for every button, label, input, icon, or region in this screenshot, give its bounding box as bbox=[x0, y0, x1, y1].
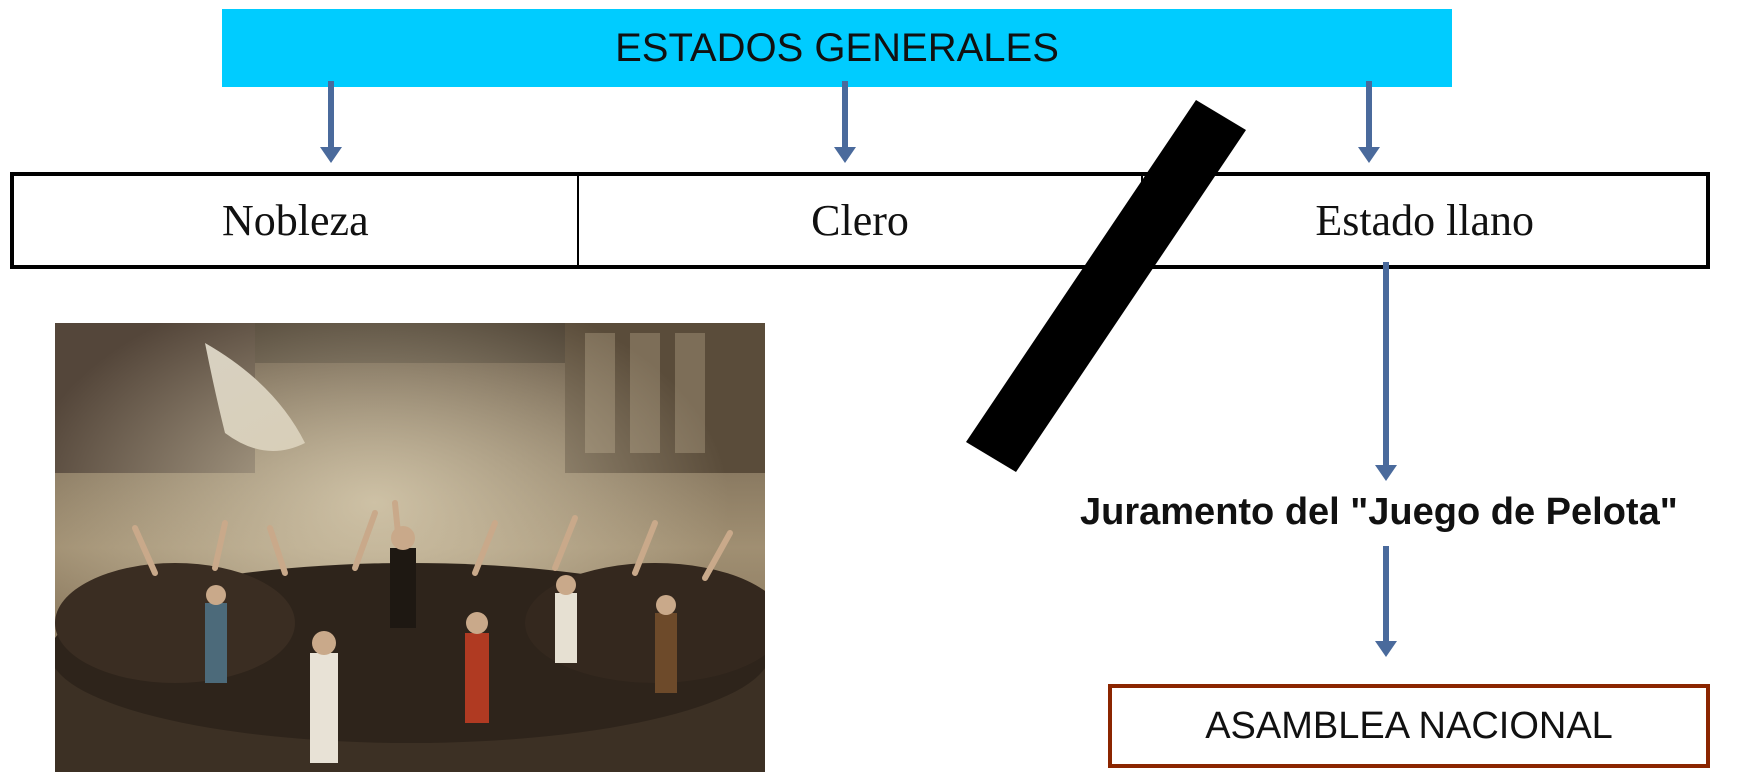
estate-nobleza-label: Nobleza bbox=[222, 196, 369, 245]
estate-clero-label: Clero bbox=[811, 196, 909, 245]
estate-estado-llano-label: Estado llano bbox=[1315, 196, 1535, 245]
arrow-to-juramento bbox=[1375, 262, 1397, 481]
arrow-to-clero bbox=[834, 81, 856, 163]
juramento-label: Juramento del "Juego de Pelota" bbox=[1080, 491, 1678, 533]
asamblea-nacional-label: ASAMBLEA NACIONAL bbox=[1205, 704, 1613, 747]
asamblea-nacional-box: ASAMBLEA NACIONAL bbox=[1108, 684, 1710, 768]
estados-generales-box: ESTADOS GENERALES bbox=[222, 9, 1452, 87]
painting-artwork bbox=[55, 323, 765, 772]
tennis-court-oath-painting bbox=[55, 323, 765, 772]
arrow-to-nobleza bbox=[320, 81, 342, 163]
estados-generales-label: ESTADOS GENERALES bbox=[615, 25, 1059, 70]
estate-nobleza: Nobleza bbox=[14, 176, 577, 265]
arrow-to-estado-llano bbox=[1358, 81, 1380, 163]
estate-estado-llano: Estado llano bbox=[1141, 176, 1706, 265]
estate-clero: Clero bbox=[576, 176, 1142, 265]
estates-table: Nobleza Clero Estado llano bbox=[10, 172, 1710, 269]
arrow-to-asamblea bbox=[1375, 546, 1397, 657]
